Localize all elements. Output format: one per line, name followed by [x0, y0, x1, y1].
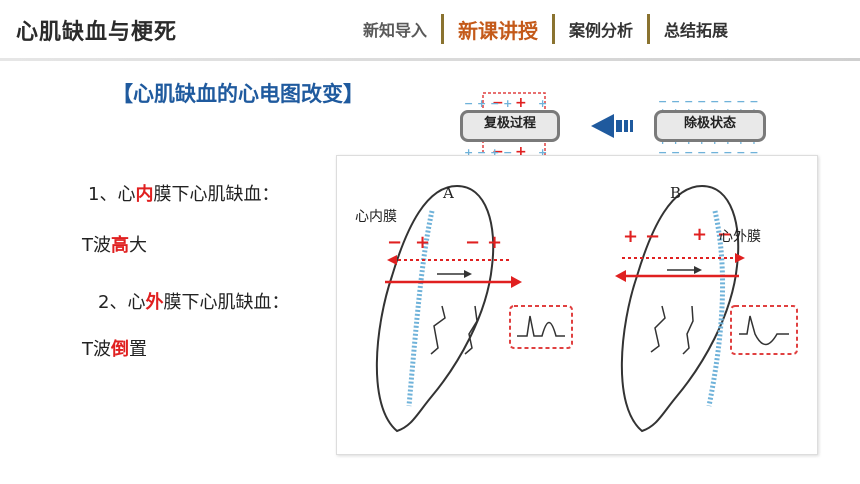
heart-a-wave-1	[430, 305, 446, 355]
ecg-box-b	[730, 305, 798, 355]
ecg-upright-t-wave	[517, 315, 565, 337]
item-2-result-highlight: 倒	[111, 339, 129, 360]
charge-mark: +	[515, 144, 527, 160]
label-endocardium: 心内膜	[355, 209, 397, 225]
item-1-result-highlight: 高	[111, 235, 129, 256]
nav-separator	[441, 14, 445, 44]
item-2-highlight: 外	[145, 292, 164, 313]
heart-a-endocardium-ischemia	[406, 210, 435, 407]
nav-separator	[552, 14, 556, 44]
item-2-heading: 2、心外膜下心肌缺血：	[98, 288, 289, 314]
heart-diagram-svg: − + − + + − + −	[375, 184, 798, 433]
depolarized-box: 除极状态	[654, 110, 766, 142]
nav-item-summary[interactable]: 总结拓展	[664, 21, 729, 40]
top-nav: 新知导入 新课讲授 案例分析 总结拓展	[355, 12, 736, 46]
item-2-result: T波倒置	[82, 335, 147, 361]
charge-mark: −	[465, 232, 480, 253]
item-1-result-suffix: 大	[129, 235, 147, 256]
charge-mark: +	[415, 232, 430, 253]
charge-mark: −	[492, 95, 504, 111]
item-1-suffix: 膜下心肌缺血：	[153, 184, 280, 205]
charge-mark: +	[623, 226, 638, 247]
item-2-suffix: 膜下心肌缺血：	[163, 292, 290, 313]
charge-mark: +	[538, 97, 547, 110]
label-a: A	[443, 184, 454, 202]
item-1-prefix: 1、心	[88, 184, 136, 205]
label-epicardium: 心外膜	[719, 229, 761, 245]
heart-a-outline	[375, 184, 495, 433]
item-1-highlight: 内	[135, 184, 154, 205]
item-2-result-suffix: 置	[129, 339, 147, 360]
item-2-result-prefix: T波	[82, 339, 111, 360]
nav-item-cases[interactable]: 案例分析	[569, 21, 634, 40]
charge-mark: − + − +	[464, 97, 512, 110]
nav-item-intro[interactable]: 新知导入	[363, 21, 428, 40]
ecg-box-a	[509, 305, 573, 349]
charge-mark: +	[692, 224, 707, 245]
heart-b-epicardium-ischemia	[706, 210, 726, 407]
item-1-heading: 1、心内膜下心肌缺血：	[88, 180, 279, 206]
charge-mark: +	[515, 95, 527, 111]
heart-diagram: − + − + + − + − A B 心内膜 心外膜	[336, 155, 818, 455]
heart-b-wave-1	[650, 305, 666, 353]
nav-item-lesson[interactable]: 新课讲授	[458, 18, 539, 43]
item-2-prefix: 2、心	[98, 292, 146, 313]
flow-arrow-icon	[591, 114, 633, 138]
heart-a-wave-2	[464, 305, 478, 355]
charge-mark: −	[717, 224, 732, 245]
charge-mark: +	[538, 146, 547, 159]
header: 心肌缺血与梗死 新知导入 新课讲授 案例分析 总结拓展	[0, 0, 860, 62]
section-title: 【心肌缺血的心电图改变】	[112, 82, 364, 106]
nav-separator	[647, 14, 651, 44]
heart-b-outline	[620, 184, 740, 433]
heart-b-wave-2	[682, 305, 694, 355]
repolarization-box: 复极过程	[460, 110, 560, 142]
charge-mark: −	[492, 144, 504, 160]
item-1-result-prefix: T波	[82, 235, 111, 256]
charge-mark: −	[645, 226, 660, 247]
header-divider	[0, 58, 860, 61]
charge-mark: +	[487, 232, 502, 253]
page-title: 心肌缺血与梗死	[16, 20, 178, 45]
ecg-inverted-t-wave	[739, 315, 789, 346]
item-1-result: T波高大	[82, 231, 147, 257]
label-b: B	[670, 184, 682, 202]
charge-mark: −	[387, 232, 402, 253]
charge-mark: − − − − − − − −	[658, 95, 759, 108]
